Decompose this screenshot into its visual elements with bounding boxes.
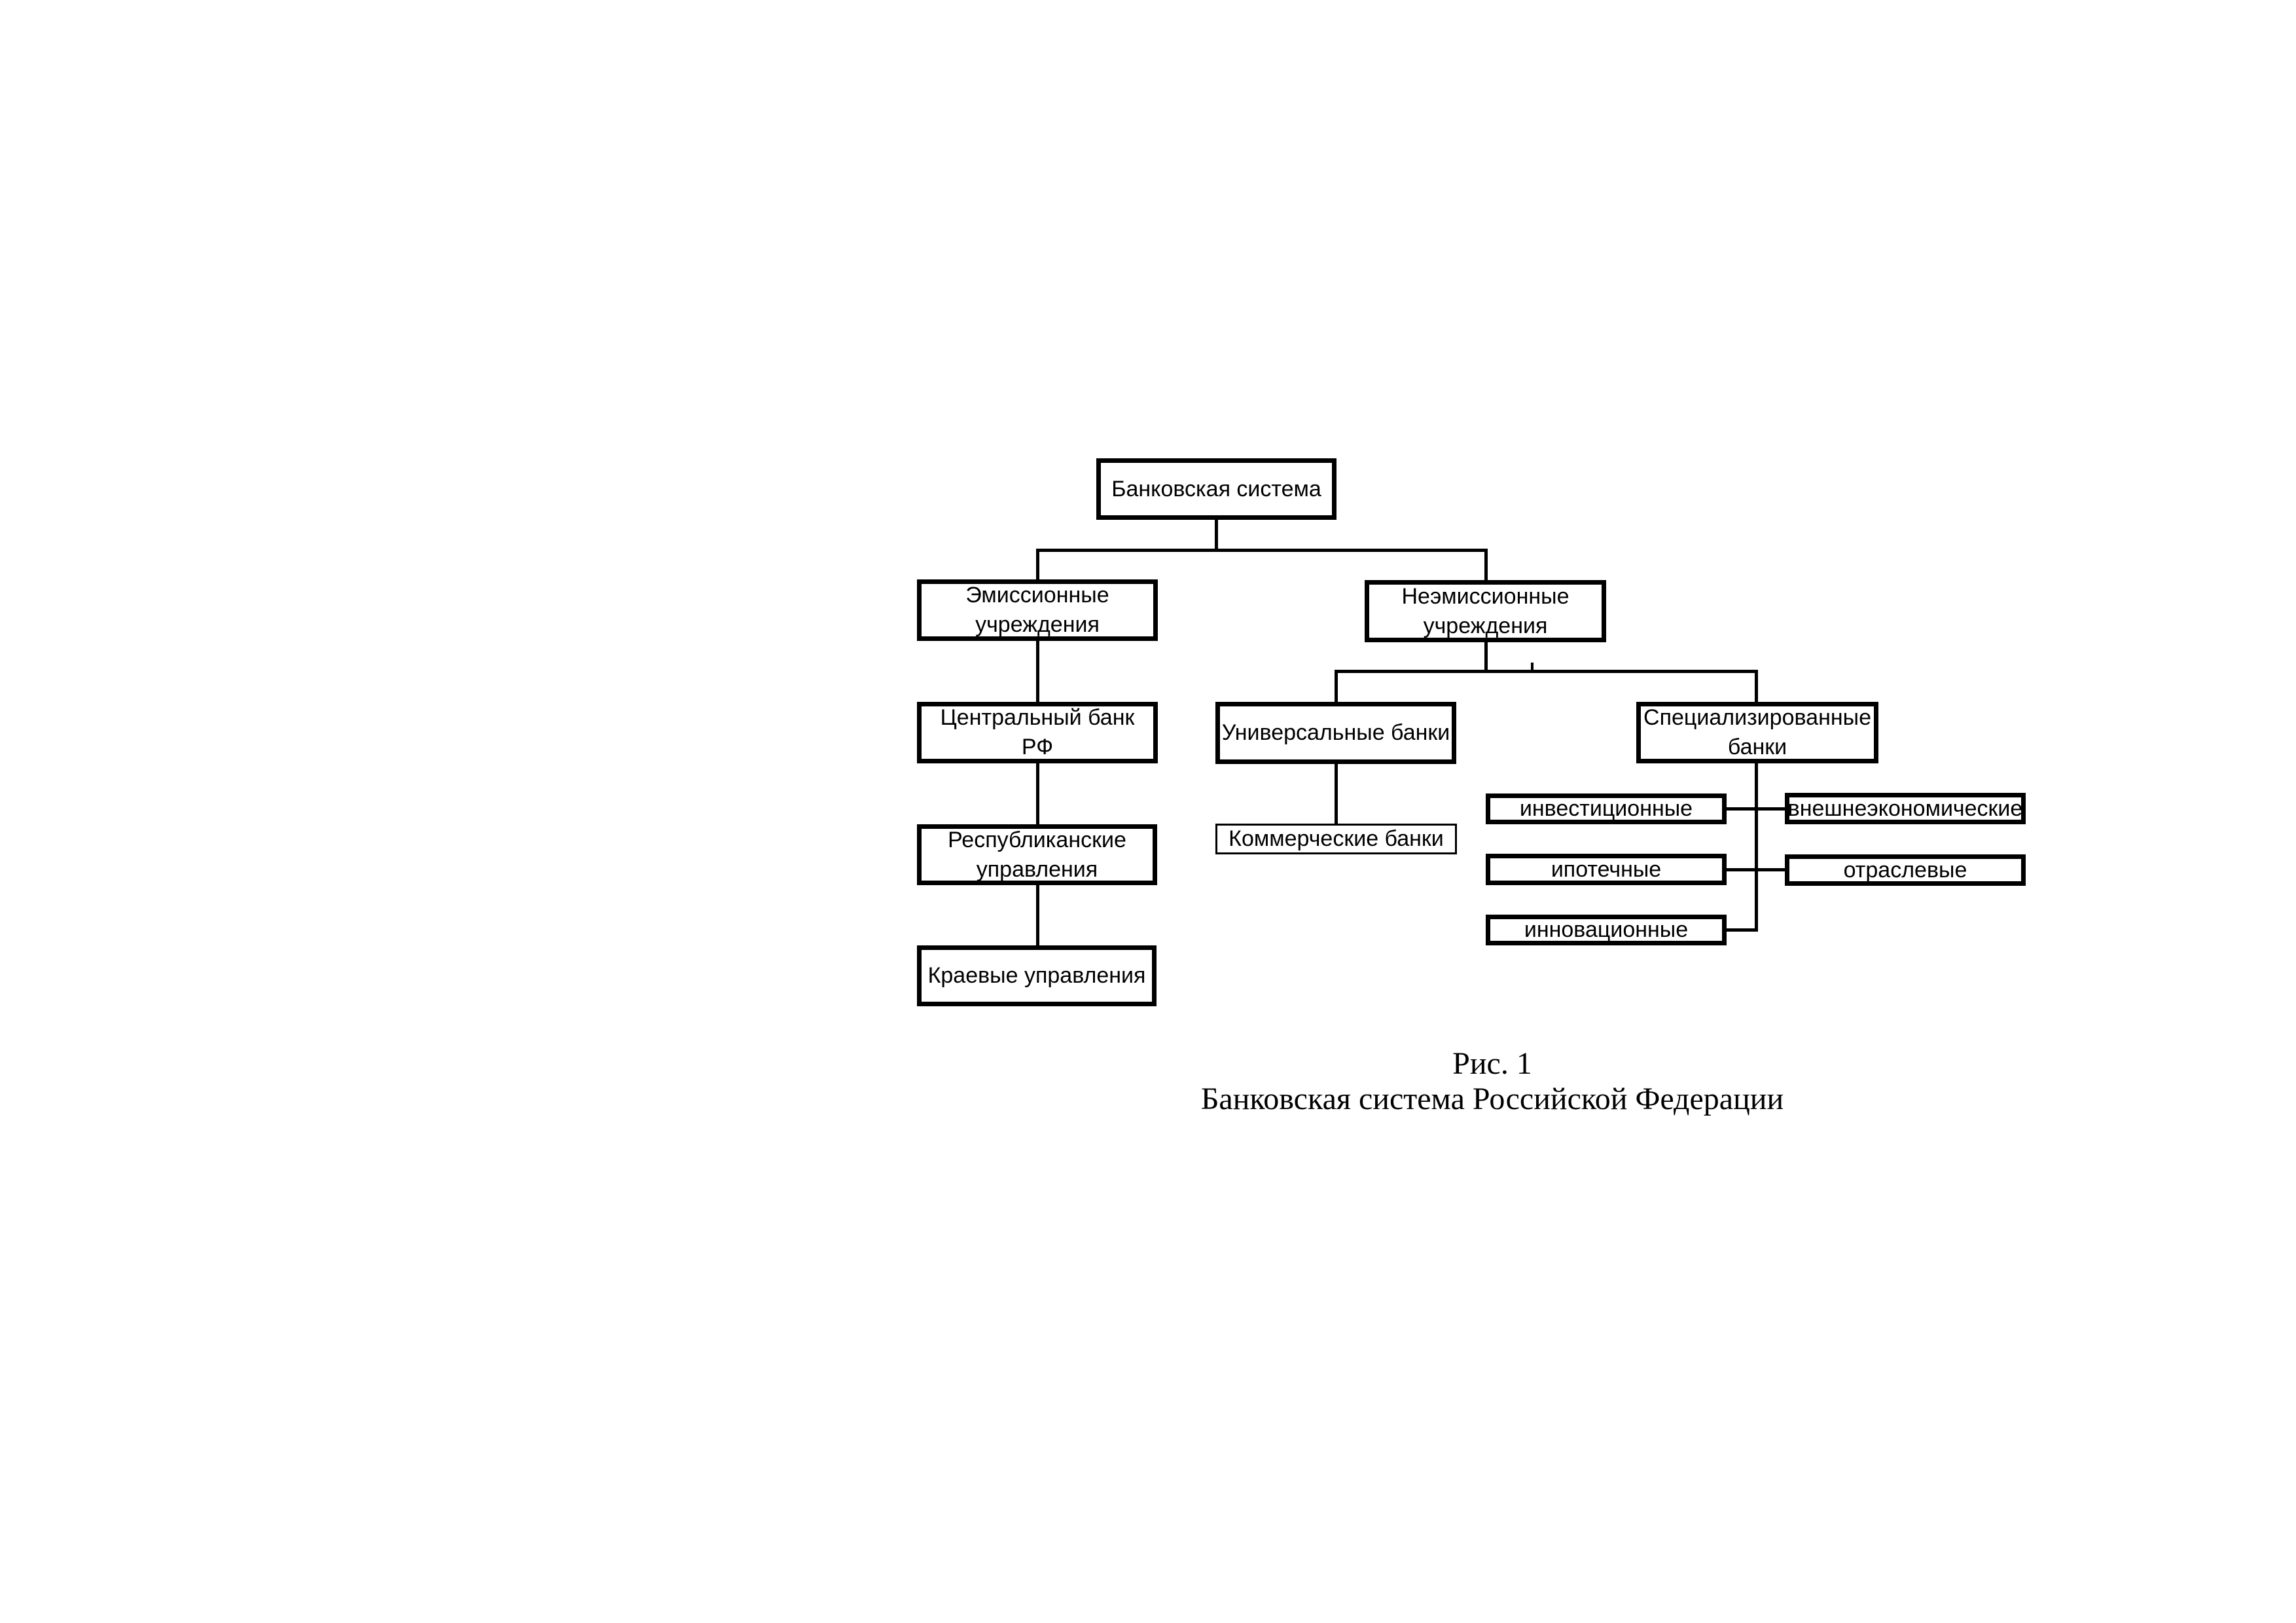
node-republican: Республиканские управления xyxy=(917,824,1157,885)
edge-level2-bar xyxy=(1335,670,1758,673)
edge-row2-stub xyxy=(1727,868,1785,871)
edge-row1-stub xyxy=(1727,807,1785,811)
edge-non-emission-drop2 xyxy=(1484,642,1488,671)
stray-mark xyxy=(1531,663,1534,670)
edge-level1-bar xyxy=(1036,549,1488,552)
node-banking-system: Банковская система xyxy=(1096,458,1336,520)
figure-caption-number: Рис. 1 xyxy=(1452,1046,1532,1081)
node-innovation: инновационные xyxy=(1486,915,1727,945)
edge-emission-drop xyxy=(1036,552,1039,579)
node-mortgage: ипотечные xyxy=(1486,854,1727,885)
node-central-bank: Центральный банк РФ xyxy=(917,702,1158,763)
edge-specialized-drop xyxy=(1755,673,1758,702)
node-industry: отраслевые xyxy=(1785,854,2026,886)
edge-universal-drop xyxy=(1335,673,1338,702)
figure-caption: Рис. 1 Банковская система Российской Фед… xyxy=(1100,1046,1885,1117)
edge-emission-central xyxy=(1036,641,1039,702)
node-foreign-economic: внешнеэкономические xyxy=(1785,793,2026,824)
node-investment: инвестиционные xyxy=(1486,793,1727,824)
node-regional: Краевые управления xyxy=(917,945,1157,1006)
edge-non-emission-drop xyxy=(1484,552,1488,580)
edge-innovation-stub xyxy=(1727,928,1758,932)
edge-republican-regional xyxy=(1036,885,1039,945)
edge-central-republican xyxy=(1036,763,1039,824)
figure-caption-title: Банковская система Российской Федерации xyxy=(1200,1082,1784,1116)
node-emission: Эмиссионные учреждения xyxy=(917,579,1158,641)
node-non-emission: Неэмиссионные учреждения xyxy=(1365,580,1606,642)
node-commercial: Коммерческие банки xyxy=(1215,824,1457,854)
node-universal: Универсальные банки xyxy=(1215,702,1456,764)
node-specialized: Специализированные банки xyxy=(1636,702,1878,763)
edge-specialized-trunk xyxy=(1755,763,1758,932)
edge-root-drop xyxy=(1215,520,1218,551)
edge-universal-commercial xyxy=(1335,764,1338,824)
